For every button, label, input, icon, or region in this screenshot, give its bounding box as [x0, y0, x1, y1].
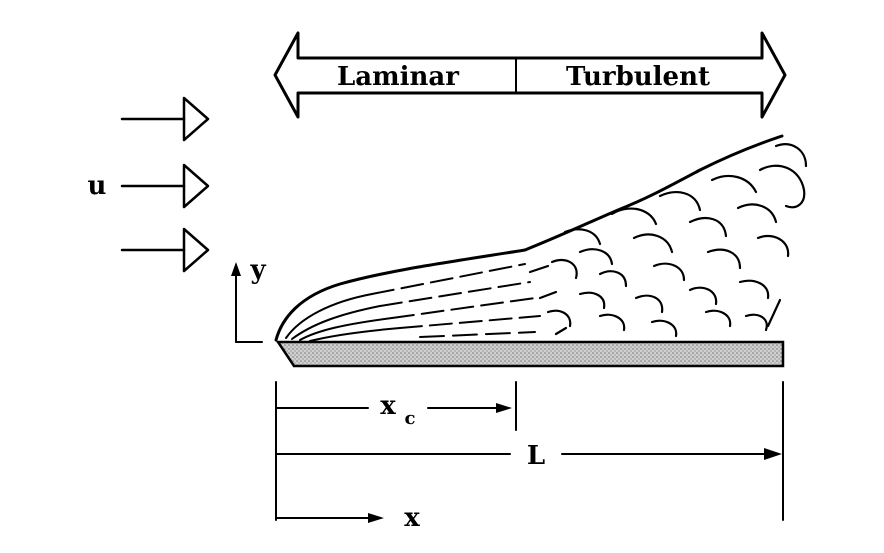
freestream-arrow-middle [120, 163, 210, 209]
turbulent-label: Turbulent [566, 62, 710, 92]
turbulent-boundary-layer [523, 134, 808, 338]
laminar-boundary-layer [274, 248, 541, 342]
regime-banner-arrow [273, 31, 787, 119]
laminar-label: Laminar [337, 62, 459, 92]
flat-plate [275, 340, 785, 368]
freestream-arrow-bottom [120, 227, 210, 273]
length-label: L [527, 441, 545, 471]
dimension-lines [275, 381, 784, 521]
xc-dimension-arrow [275, 403, 512, 413]
xc-label-main: x [380, 391, 396, 421]
y-axis-label: y [249, 255, 266, 285]
freestream-arrow-top [120, 96, 210, 142]
y-axis-indicator [231, 262, 263, 343]
x-axis-indicator [275, 513, 384, 523]
x-axis-label: x [404, 503, 420, 533]
length-dimension-arrow [275, 448, 782, 460]
velocity-label: u [88, 171, 107, 201]
xc-label-subscript: c [405, 408, 416, 429]
